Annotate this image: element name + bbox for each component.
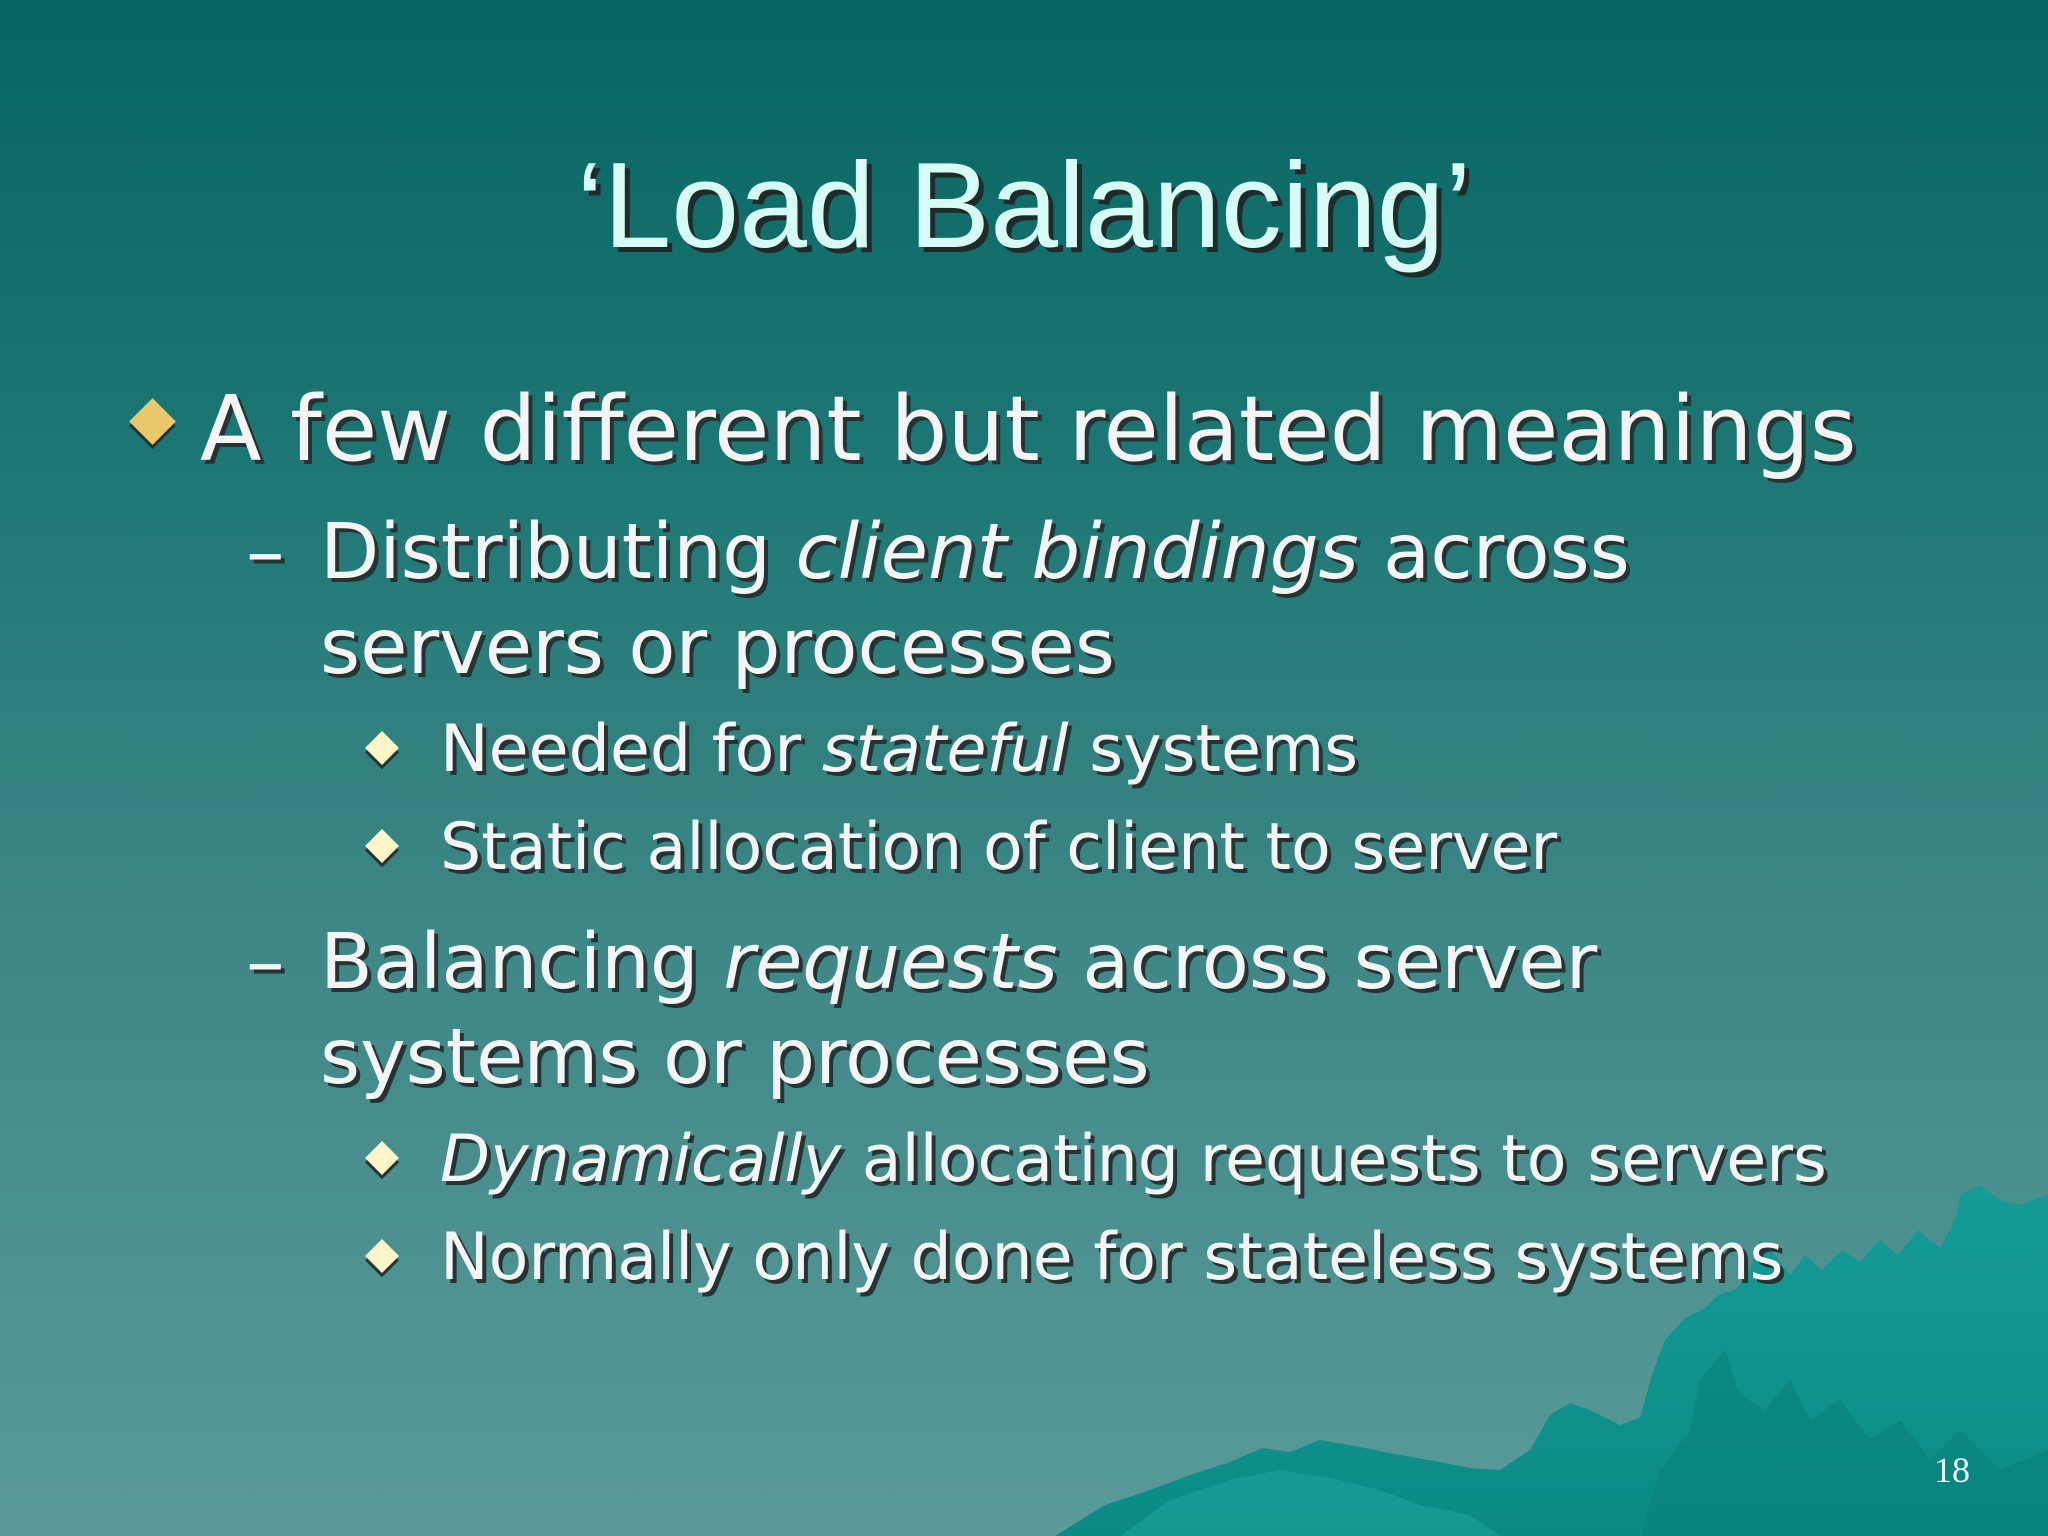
text: Balancing (320, 918, 724, 1007)
text: systems (1068, 712, 1359, 787)
sub-bullet-distributing: Distributing client bindings across (320, 505, 1630, 601)
bullet-level1: A few different but related meanings (200, 377, 1857, 482)
emphasis: Dynamically (440, 1122, 842, 1197)
sub-bullet-balancing: Balancing requests across server (320, 915, 1597, 1011)
sub-sub-bullet-static: Static allocation of client to server (440, 810, 1558, 885)
emphasis: requests (723, 918, 1058, 1007)
sub-sub-bullet-normally: Normally only done for stateless systems (440, 1220, 1784, 1295)
emphasis: stateful (821, 712, 1069, 787)
sub-bullet-distributing-line2: servers or processes (320, 603, 1115, 692)
text: across (1358, 508, 1630, 597)
slide-title: ‘Load Balancing’ (576, 137, 1472, 273)
slide-number: 18 (1934, 1450, 1970, 1490)
text: allocating requests to servers (841, 1122, 1827, 1197)
sub-sub-bullet-dynamically: Dynamically allocating requests to serve… (440, 1120, 1827, 1200)
text: Needed for (440, 712, 822, 787)
sub-bullet-balancing-line2: systems or processes (320, 1013, 1150, 1102)
text: Distributing (320, 508, 796, 597)
sub-sub-bullet-stateful: Needed for stateful systems (440, 710, 1358, 790)
dash-bullet-icon: – (246, 918, 285, 1007)
emphasis: client bindings (795, 508, 1359, 597)
text: across server (1057, 918, 1598, 1007)
dash-bullet-icon: – (246, 508, 285, 597)
